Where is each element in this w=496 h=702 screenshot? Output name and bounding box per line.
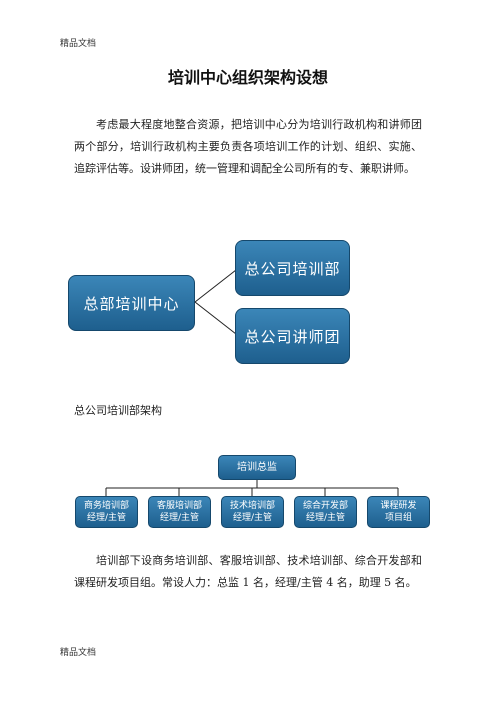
- node-technical-training: 技术培训部经理/主管: [221, 496, 284, 528]
- connector-to-training-dept: [194, 269, 237, 303]
- page-header: 精品文档: [60, 39, 97, 49]
- page-footer: 精品文档: [60, 648, 97, 658]
- node-label-line2: 经理/主管: [232, 513, 273, 523]
- node-label-line1: 课程研发: [380, 501, 417, 511]
- node-training-director: 培训总监: [218, 455, 296, 480]
- node-label-line2: 项目组: [384, 513, 412, 523]
- node-label-line1: 综合开发部: [302, 501, 348, 511]
- node-label-line1: 技术培训部: [229, 501, 275, 511]
- node-label-line1: 商务培训部: [83, 501, 129, 511]
- node-label-line2: 经理/主管: [86, 513, 127, 523]
- node-course-rd-team: 课程研发项目组: [367, 496, 430, 528]
- section-subhead: 总公司培训部架构: [74, 404, 162, 417]
- intro-paragraph: 考虑最大程度地整合资源，把培训中心分为培训行政机构和讲师团两个部分，培训行政机构…: [74, 118, 422, 175]
- node-hq-training-center: 总部培训中心: [68, 275, 195, 331]
- page-title: 培训中心组织架构设想: [167, 68, 328, 87]
- node-business-training: 商务培训部经理/主管: [75, 496, 138, 528]
- node-corporate-training-dept: 总公司培训部: [235, 240, 350, 296]
- connector-to-lecturer-team: [194, 301, 237, 335]
- closing-paragraph: 培训部下设商务培训部、客服培训部、技术培训部、综合开发部和课程研发项目组。常设人…: [74, 554, 422, 589]
- node-corporate-lecturer-team: 总公司讲师团: [235, 308, 350, 364]
- node-comprehensive-development: 综合开发部经理/主管: [294, 496, 357, 528]
- node-label-line1: 客服培训部: [156, 501, 202, 511]
- node-label-line2: 经理/主管: [159, 513, 200, 523]
- node-label-line2: 经理/主管: [305, 513, 346, 523]
- node-customer-service-training: 客服培训部经理/主管: [148, 496, 211, 528]
